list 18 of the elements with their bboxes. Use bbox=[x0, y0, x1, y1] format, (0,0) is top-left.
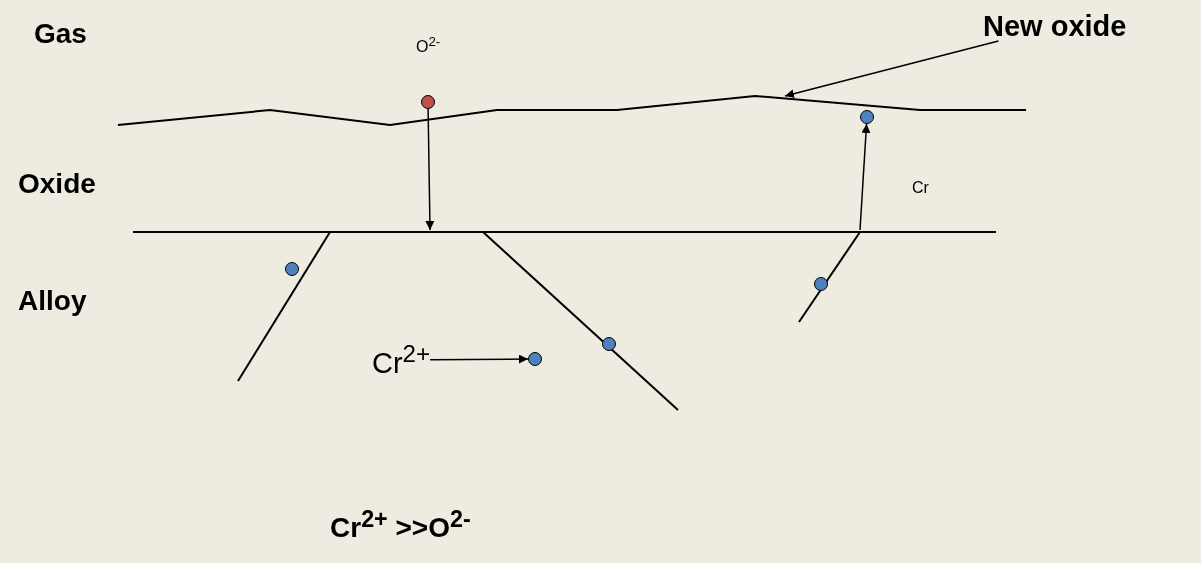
layer-label: Alloy bbox=[18, 287, 87, 315]
chromium-ion-dot bbox=[860, 110, 874, 124]
leader-line bbox=[784, 40, 1000, 99]
oxygen-ion-dot bbox=[421, 95, 435, 109]
chromium-ion-dot bbox=[602, 337, 616, 351]
arrow bbox=[425, 108, 435, 231]
layer-label: Oxide bbox=[18, 170, 96, 198]
element-label: Cr bbox=[912, 180, 929, 196]
ion-label: Cr$^{2+}$ bbox=[372, 342, 431, 378]
chromium-ion-dot bbox=[814, 277, 828, 291]
arrow bbox=[429, 354, 529, 364]
chromium-ion-dot bbox=[528, 352, 542, 366]
arrow bbox=[859, 123, 871, 231]
layer-label: Gas bbox=[34, 20, 87, 48]
ion-label: O$^{2-}$ bbox=[416, 35, 441, 56]
callout-label: New oxide bbox=[983, 12, 1127, 41]
relation-note: Cr$^{2+}$ >>O$^{2-}$ bbox=[330, 508, 471, 543]
chromium-ion-dot bbox=[285, 262, 299, 276]
